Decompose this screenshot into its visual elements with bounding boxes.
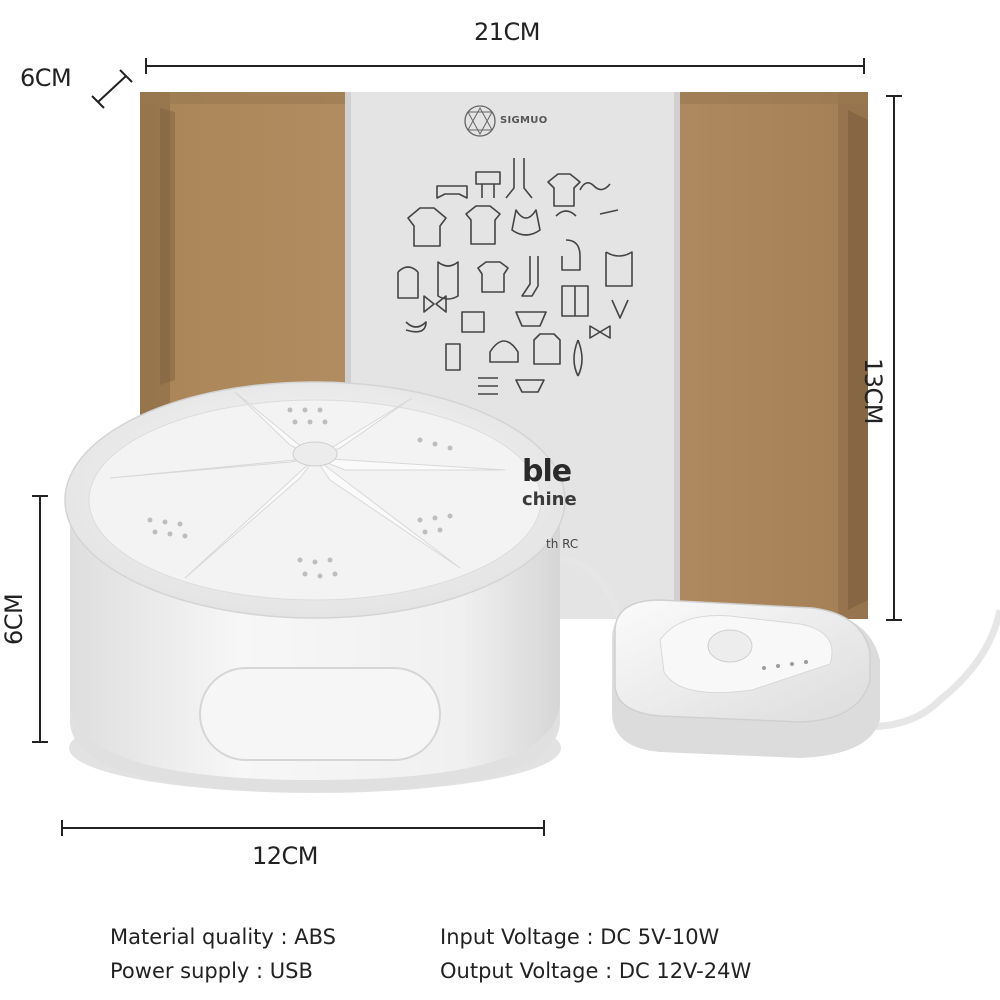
tshirt-icon	[407, 207, 447, 247]
beanie-icon	[489, 340, 519, 363]
towel-icon	[461, 311, 485, 333]
baby-suit-icon	[547, 173, 581, 207]
tank-top-icon	[533, 333, 561, 365]
spec-input-voltage: Input Voltage : DC 5V-10W	[440, 925, 720, 949]
sock-icon	[521, 256, 539, 297]
onesie-icon	[477, 261, 509, 293]
box-height-label: 13CM	[859, 358, 887, 425]
drain-holes	[147, 407, 453, 579]
panties-icon	[515, 379, 545, 393]
glove-icon	[397, 266, 419, 299]
dimension-lines	[32, 58, 902, 836]
power-button	[707, 629, 753, 663]
device-width-label: 12CM	[252, 842, 319, 870]
underwear-icon	[436, 185, 468, 199]
bowtie-icon	[423, 295, 447, 313]
towel-roll-icon	[445, 343, 461, 371]
hat-icon	[555, 210, 577, 217]
hanger-icon	[599, 209, 619, 215]
spec-power-supply: Power supply : USB	[110, 959, 313, 983]
shirt-icon	[561, 285, 589, 317]
box-title-text: ble	[522, 454, 572, 489]
swimsuit-icon	[511, 209, 541, 236]
tie-icon	[611, 299, 629, 319]
spec-list: Material quality : ABS Input Voltage : D…	[110, 925, 780, 983]
scarf-icon	[475, 171, 501, 198]
bib-icon	[579, 182, 611, 191]
clothing-icons	[397, 158, 633, 395]
tights-icon	[505, 158, 533, 199]
box-note-text: th RC	[546, 537, 579, 551]
box-width-label: 21CM	[474, 18, 541, 46]
brand-logo-icon	[464, 105, 496, 137]
corset-icon	[437, 261, 459, 300]
box-subtitle-text: chine	[522, 489, 577, 510]
bra-icon	[405, 321, 427, 333]
device-height-label: 6CM	[0, 593, 28, 645]
bowtie-icon-2	[589, 325, 611, 339]
box-depth-label: 6CM	[20, 64, 72, 92]
ribbon-icon	[573, 339, 583, 377]
indicator-lights	[762, 660, 808, 670]
mitten-icon	[561, 239, 581, 271]
jersey-icon	[605, 251, 633, 287]
spec-material: Material quality : ABS	[110, 925, 336, 949]
device-cable	[559, 557, 623, 621]
briefs-icon	[515, 311, 547, 327]
controller	[612, 599, 880, 758]
brand-name: SIGMUO	[500, 115, 548, 126]
folded-clothes-icon	[478, 377, 498, 395]
tshirt-icon-2	[465, 205, 501, 245]
washing-device	[64, 381, 566, 793]
spec-output-voltage: Output Voltage : DC 12V-24W	[440, 959, 752, 983]
